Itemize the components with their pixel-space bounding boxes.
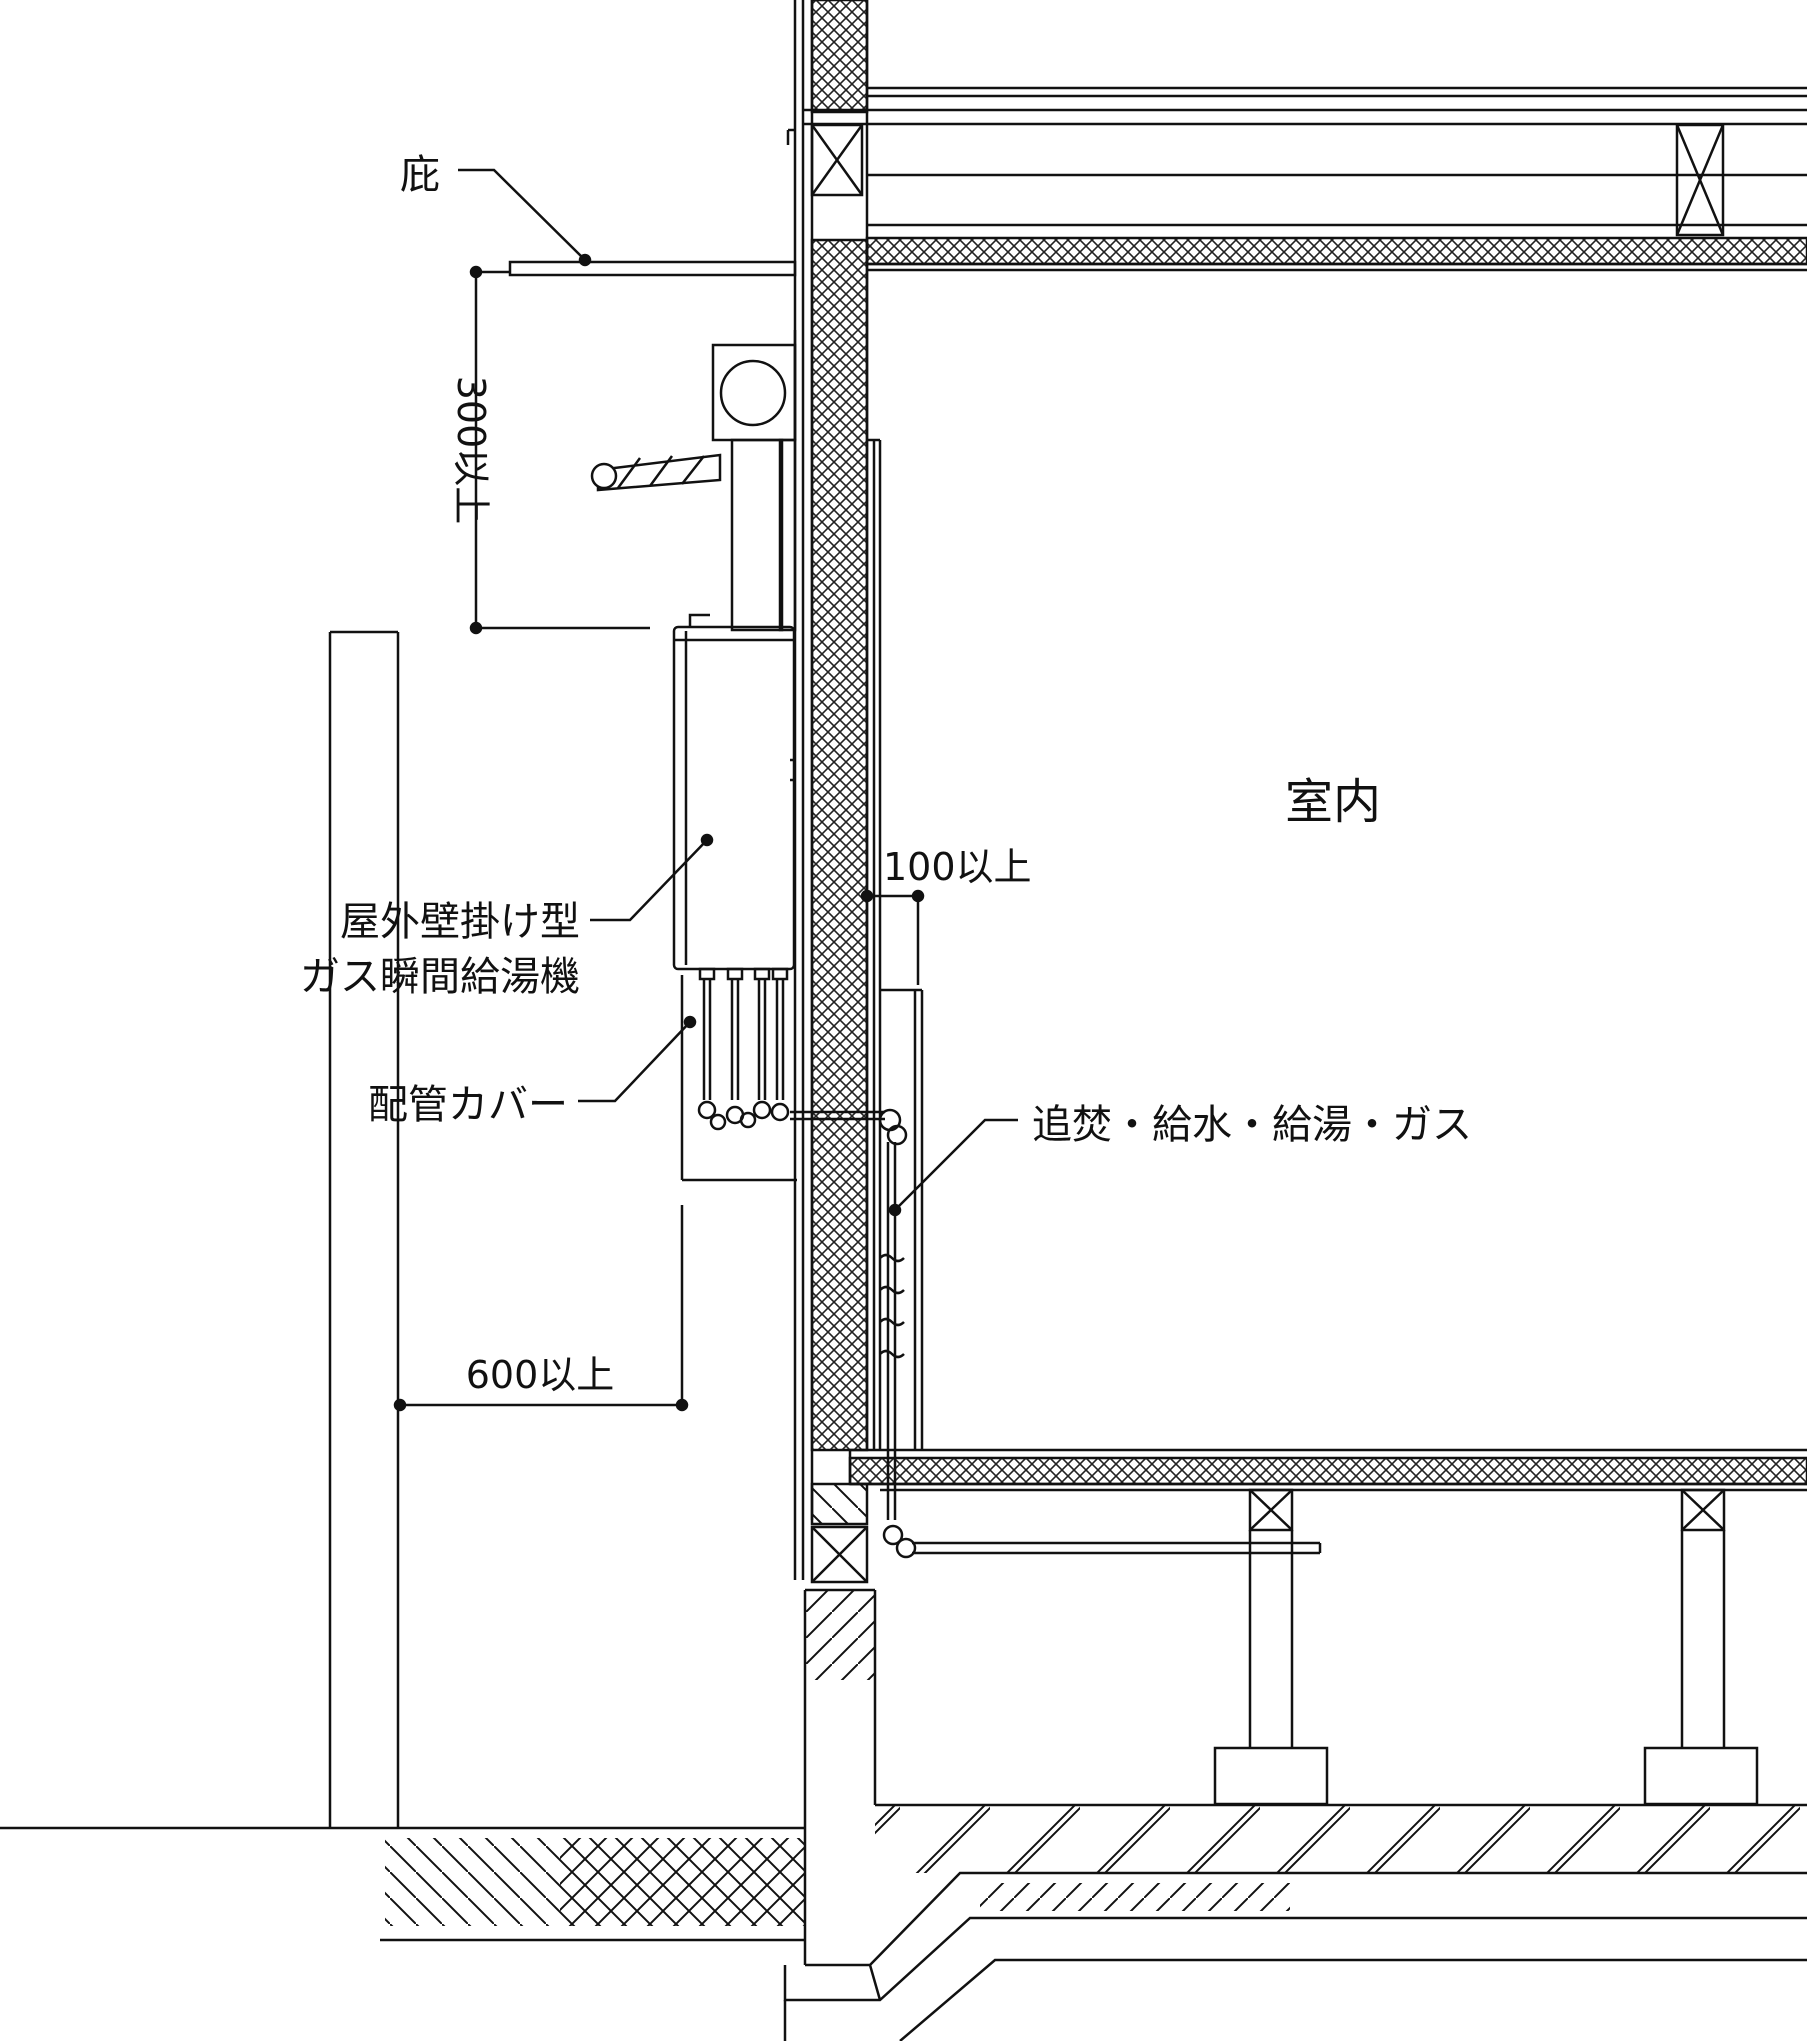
dim-front-clearance-label: 600以上	[466, 1353, 615, 1397]
heater-label-line2: ガス瞬間給湯機	[300, 954, 580, 1000]
ceiling-joist-left	[810, 123, 864, 197]
dim-wall-gap-label: 100以上	[883, 845, 1032, 889]
pipe-cover-label: 配管カバー	[368, 1082, 568, 1128]
floor-structure	[810, 1448, 1807, 1526]
pipe-cover	[680, 967, 797, 1182]
exterior-wall	[793, 0, 882, 1580]
water-heater-unit	[590, 330, 797, 971]
ground	[0, 1826, 805, 1942]
leader-pipe-cover	[578, 1015, 697, 1103]
leader-eave	[458, 168, 592, 267]
pipes-label: 追焚・給水・給湯・ガス	[1032, 1102, 1472, 1148]
indoor-label: 室内	[1285, 774, 1381, 830]
foundation	[783, 1588, 1807, 2041]
heater-label-line1: 屋外壁掛け型	[340, 899, 580, 945]
dim-wall-gap	[860, 889, 925, 985]
boundary-wall	[328, 630, 400, 1828]
sill-beam	[810, 1525, 869, 1584]
ceiling-joist-right	[1675, 123, 1725, 237]
floor-post-2	[1643, 1488, 1759, 1806]
ceiling-structure	[803, 86, 1807, 272]
leader-pipes	[888, 1118, 1018, 1217]
dim-eave-clearance	[469, 265, 650, 635]
eave-label: 庇	[400, 152, 440, 198]
leader-heater	[590, 833, 714, 922]
floor-post-1	[1213, 1488, 1329, 1806]
dim-eave-clearance-label: 300以上	[449, 376, 493, 525]
dim-front-clearance	[393, 1205, 689, 1412]
service-pipes	[790, 988, 1322, 1559]
eave	[508, 128, 797, 277]
